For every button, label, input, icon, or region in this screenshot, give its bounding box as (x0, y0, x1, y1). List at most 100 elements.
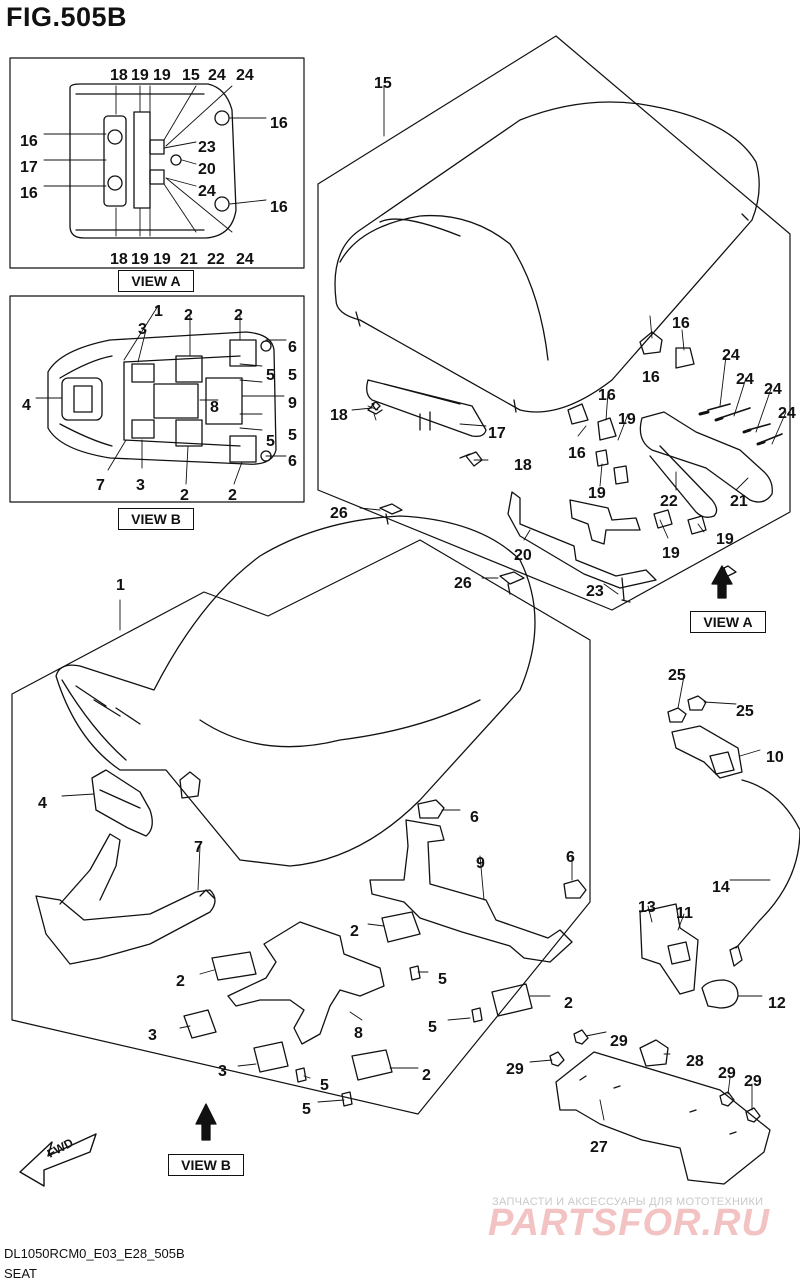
part-callout-19: 19 (618, 411, 636, 428)
part-callout-3: 3 (138, 321, 147, 338)
part-callout-9: 9 (476, 855, 485, 872)
part-callout-10: 10 (766, 749, 784, 766)
part-callout-29: 29 (744, 1073, 762, 1090)
part-callout-24: 24 (736, 371, 754, 388)
part-callout-16: 16 (568, 445, 586, 462)
fwd-label: FWD (45, 1135, 76, 1160)
part-callout-16: 16 (598, 387, 616, 404)
view-b-label-main: VIEW B (168, 1154, 244, 1176)
part-callout-25: 25 (736, 703, 754, 720)
part-callout-19: 19 (662, 545, 680, 562)
part-callout-13: 13 (638, 899, 656, 916)
part-callout-26: 26 (454, 575, 472, 592)
part-callout-19: 19 (153, 67, 171, 84)
part-callout-24: 24 (764, 381, 782, 398)
part-callout-5: 5 (288, 367, 297, 384)
part-callout-27: 27 (590, 1139, 608, 1156)
part-callout-24: 24 (208, 67, 226, 84)
view-b-inset (9, 295, 305, 503)
part-callout-2: 2 (564, 995, 573, 1012)
part-callout-8: 8 (210, 399, 219, 416)
part-callout-3: 3 (136, 477, 145, 494)
part-callout-16: 16 (672, 315, 690, 332)
part-callout-9: 9 (288, 395, 297, 412)
rear-seat-hardware (366, 331, 783, 603)
part-callout-19: 19 (131, 251, 149, 268)
part-callout-22: 22 (660, 493, 678, 510)
part-callout-12: 12 (768, 995, 786, 1012)
seat-lock-assembly (639, 695, 800, 1009)
diagram-code: DL1050RCM0_E03_E28_505B (4, 1246, 185, 1261)
part-callout-18: 18 (110, 67, 128, 84)
part-callout-3: 3 (218, 1063, 227, 1080)
part-callout-19: 19 (153, 251, 171, 268)
view-b-label: VIEW B (118, 508, 194, 530)
view-a-arrow-icon (711, 565, 733, 599)
part-callout-4: 4 (22, 397, 31, 414)
part-callout-23: 23 (198, 139, 216, 156)
part-callout-5: 5 (266, 367, 275, 384)
part-callout-1: 1 (116, 577, 125, 594)
part-callout-24: 24 (198, 183, 216, 200)
part-callout-19: 19 (131, 67, 149, 84)
view-a-inset (9, 57, 305, 269)
part-callout-24: 24 (236, 67, 254, 84)
part-callout-16: 16 (20, 185, 38, 202)
part-callout-5: 5 (320, 1077, 329, 1094)
part-callout-29: 29 (718, 1065, 736, 1082)
figure-title: FIG.505B (6, 2, 128, 32)
part-callout-18: 18 (110, 251, 128, 268)
part-callout-24: 24 (722, 347, 740, 364)
part-callout-23: 23 (586, 583, 604, 600)
part-callout-28: 28 (686, 1053, 704, 1070)
part-callout-5: 5 (288, 427, 297, 444)
part-callout-18: 18 (330, 407, 348, 424)
part-callout-2: 2 (176, 973, 185, 990)
part-callout-25: 25 (668, 667, 686, 684)
front-seat-panel (11, 515, 591, 1115)
part-callout-15: 15 (374, 75, 392, 92)
part-callout-26: 26 (330, 505, 348, 522)
part-callout-2: 2 (180, 487, 189, 504)
part-callout-5: 5 (266, 433, 275, 450)
watermark-logo: PARTSFOR.RU (488, 1202, 770, 1244)
part-callout-17: 17 (20, 159, 38, 176)
part-callout-5: 5 (438, 971, 447, 988)
part-callout-21: 21 (180, 251, 198, 268)
part-callout-7: 7 (96, 477, 105, 494)
part-callout-22: 22 (207, 251, 225, 268)
part-callout-21: 21 (730, 493, 748, 510)
leader-lines (61, 85, 787, 1121)
part-callout-7: 7 (194, 839, 203, 856)
fwd-arrow-icon: FWD (19, 1133, 97, 1187)
part-callout-6: 6 (288, 339, 297, 356)
front-seat-hardware (35, 769, 587, 1107)
part-callout-16: 16 (270, 199, 288, 216)
part-callout-2: 2 (422, 1067, 431, 1084)
part-callout-11: 11 (676, 905, 693, 922)
part-callout-24: 24 (236, 251, 254, 268)
part-callout-29: 29 (506, 1061, 524, 1078)
view-a-label: VIEW A (118, 270, 194, 292)
part-callout-19: 19 (588, 485, 606, 502)
part-callout-2: 2 (234, 307, 243, 324)
view-b-arrow-icon (195, 1103, 217, 1141)
part-callout-2: 2 (228, 487, 237, 504)
part-callout-18: 18 (514, 457, 532, 474)
watermark-caption: ЗАПЧАСТИ И АКСЕССУАРЫ ДЛЯ МОТОТЕХНИКИ (492, 1196, 764, 1208)
part-callout-17: 17 (488, 425, 506, 442)
rear-seat-panel (317, 35, 791, 611)
part-callout-16: 16 (270, 115, 288, 132)
part-callout-6: 6 (288, 453, 297, 470)
part-callout-2: 2 (350, 923, 359, 940)
part-callout-6: 6 (566, 849, 575, 866)
part-callout-3: 3 (148, 1027, 157, 1044)
part-callout-5: 5 (428, 1019, 437, 1036)
part-callout-1: 1 (154, 303, 163, 320)
part-callout-2: 2 (184, 307, 193, 324)
part-callout-24: 24 (778, 405, 796, 422)
diagram-name: SEAT (4, 1266, 37, 1281)
